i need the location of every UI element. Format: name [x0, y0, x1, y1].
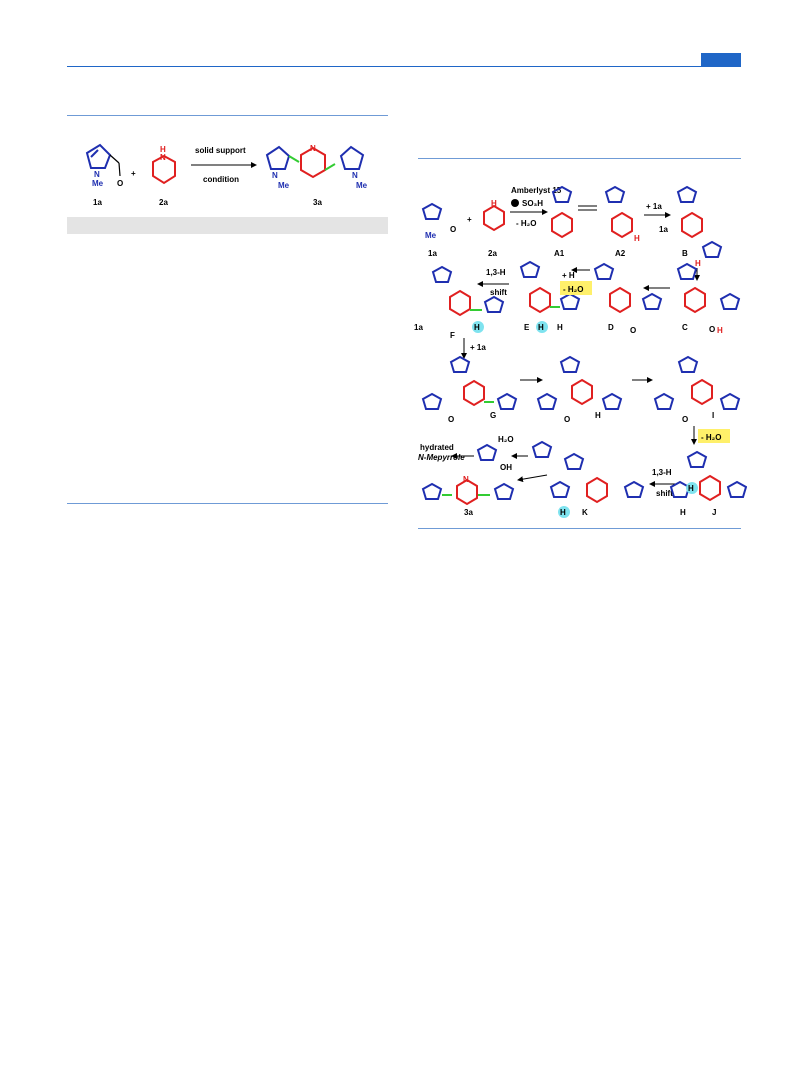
label-A1: A1 [554, 249, 565, 258]
scheme2-top-rule [418, 158, 741, 159]
minus-water-yellow: - H₂O [701, 433, 721, 442]
methyl-label: Me [356, 181, 368, 190]
h-atom: H [160, 145, 166, 154]
shift-1-3-label: 1,3-H [486, 268, 506, 277]
plus-sign: + [131, 169, 136, 178]
plus-1a: + 1a [470, 343, 486, 352]
compound-3a-structure [265, 145, 365, 179]
label-1a: 1a [93, 198, 102, 207]
shift-1-3-label: 1,3-H [652, 468, 672, 477]
h-atom: H [634, 234, 640, 243]
plus-h-label: + H [562, 271, 575, 280]
label-D: D [608, 323, 614, 332]
methyl-label: Me [278, 181, 290, 190]
water-highlight [560, 281, 592, 295]
label-E: E [524, 323, 530, 332]
pyrrole-ring-1a [422, 203, 442, 220]
h-atom: H [474, 323, 480, 332]
scheme2-bottom-rule [418, 528, 741, 529]
sulfonic-label: SO₃H [522, 199, 543, 208]
h-atom: H [717, 326, 723, 335]
water-highlight [698, 429, 730, 443]
piperidine-ring-2a [483, 205, 505, 231]
shift-label: shift [490, 288, 507, 297]
label-F: F [450, 331, 455, 340]
label-3a: 3a [313, 198, 322, 207]
label-C: C [682, 323, 688, 332]
label-2a: 2a [159, 198, 168, 207]
n-atom: N [310, 144, 316, 153]
scheme1-reaction: N Me O 1a + H N 2a solid support conditi… [85, 143, 368, 207]
label-1a: 1a [428, 249, 437, 258]
scheme2-mechanism: Me O 1a + H 2a Amberlyst 15 SO₃H - H₂O A… [414, 186, 747, 518]
plus-sign: + [467, 215, 472, 224]
h-atom: H [491, 199, 497, 208]
methyl-label: Me [92, 179, 104, 188]
n-atom: N [463, 475, 469, 484]
arrow-top-text: solid support [195, 146, 246, 155]
table-header-shade [67, 217, 388, 234]
label-1a-side: 1a [659, 225, 668, 234]
arrow-bottom-text: condition [203, 175, 239, 184]
oxygen-label: O [564, 415, 570, 424]
label-I: I [712, 411, 714, 420]
compound-2a-structure [152, 154, 176, 185]
label-K: K [582, 508, 588, 517]
mepyrrole-label: N-Mepyrrole [418, 453, 465, 462]
catalyst-label: Amberlyst 15 [511, 186, 562, 195]
h-atom: H [538, 323, 544, 332]
minus-water-yellow: - H₂O [563, 285, 583, 294]
label-H: H [557, 323, 563, 332]
shift-label: shift [656, 489, 673, 498]
oxygen-label: O [682, 415, 688, 424]
h-atom: H [695, 259, 701, 268]
header-rule [67, 66, 741, 67]
compound-1a-structure [85, 143, 121, 177]
scheme1-bottom-rule [67, 503, 388, 504]
resin-bead-icon [511, 199, 519, 207]
plus-1a: + 1a [646, 202, 662, 211]
label-G: G [490, 411, 496, 420]
oxygen-label: O [117, 179, 123, 188]
h-atom: H [560, 508, 566, 517]
oh-label: OH [500, 463, 512, 472]
label-A2: A2 [615, 249, 626, 258]
h-atom: H [688, 484, 694, 493]
label-B: B [682, 249, 688, 258]
label-1a-side-b: 1a [414, 323, 423, 332]
hydrated-label: hydrated [420, 443, 454, 452]
n-atom: N [160, 153, 166, 162]
scheme1-top-rule [67, 115, 388, 116]
methyl-label: Me [425, 231, 437, 240]
label-H: H [680, 508, 686, 517]
label-H: H [595, 411, 601, 420]
journal-header-tab [701, 53, 741, 67]
label-3a: 3a [464, 508, 473, 517]
water-label: H₂O [498, 435, 514, 444]
oxygen-label: O [448, 415, 454, 424]
oxygen-label: O [630, 326, 636, 335]
n-atom: N [272, 171, 278, 180]
n-atom: N [94, 170, 100, 179]
label-2a: 2a [488, 249, 497, 258]
label-J: J [712, 508, 716, 517]
minus-water: - H₂O [516, 219, 536, 228]
oxygen-label: O [709, 325, 715, 334]
n-atom: N [352, 171, 358, 180]
oxygen-label: O [450, 225, 456, 234]
